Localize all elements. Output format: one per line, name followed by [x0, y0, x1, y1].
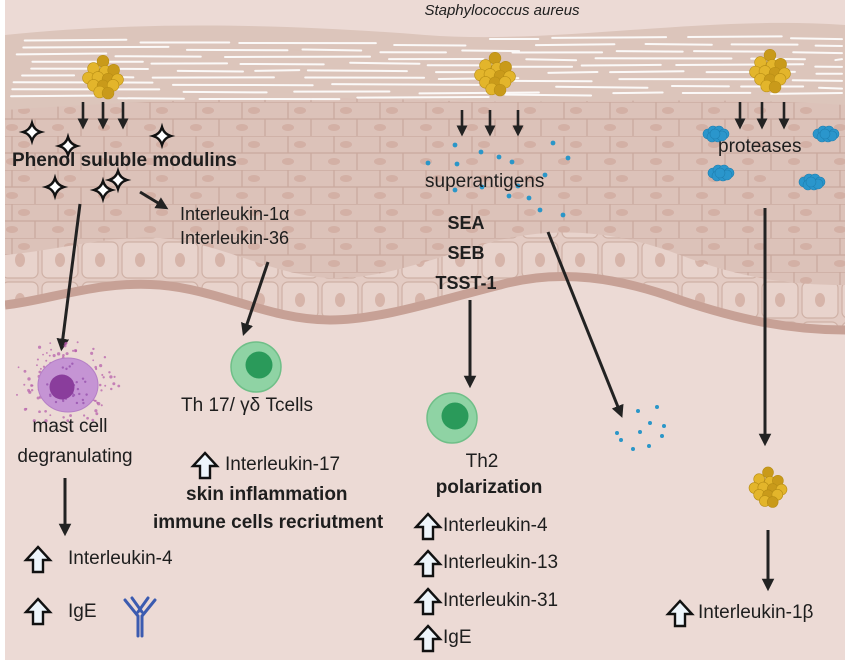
interleukin-17-label: Interleukin-17: [225, 454, 340, 476]
seb-label: SEB: [447, 243, 484, 264]
corneum-streak: [178, 71, 243, 72]
interleukin-1a-label: Interleukin-1α: [180, 204, 289, 225]
corneum-streak: [394, 45, 465, 46]
phenol-soluble-modulins-label: Phenol suluble modulins: [12, 150, 237, 172]
mast-cell-label: mast cell: [33, 416, 108, 438]
interleukin-1b-label: Interleukin-1β: [698, 602, 813, 624]
released-superantigen-dot: [619, 438, 623, 442]
corneum-streak: [582, 65, 661, 66]
corneum-streak: [505, 95, 591, 96]
immune-cells-recruitment-label: immune cells recriutment: [153, 512, 383, 534]
corneum-streak: [819, 88, 842, 89]
corneum-streak: [610, 71, 683, 72]
superantigen-dot: [551, 141, 556, 146]
th17-cell-icon: [231, 342, 281, 392]
corneum-streak: [793, 80, 842, 81]
released-superantigen-dot: [647, 444, 651, 448]
corneum-streak: [771, 93, 842, 94]
superantigens-label: superantigens: [425, 171, 544, 193]
released-superantigen-dot: [638, 430, 642, 434]
superantigen-dot: [510, 160, 515, 165]
corneum-streak: [526, 59, 576, 60]
th2-il13-label: Interleukin-13: [443, 552, 558, 574]
figure-title: Staphylococcus aureus: [424, 2, 579, 19]
corneum-streak: [462, 51, 519, 52]
mast-cell-degranulating-label: degranulating: [17, 446, 132, 468]
corneum-streak: [255, 70, 299, 71]
th2-il31-label: Interleukin-31: [443, 590, 558, 612]
corneum-streak: [184, 92, 267, 93]
sea-label: SEA: [447, 213, 484, 234]
released-superantigen-dot: [648, 421, 652, 425]
corneum-streak: [688, 36, 782, 37]
released-superantigen-dot: [655, 405, 659, 409]
corneum-streak: [793, 52, 842, 53]
superantigen-dot: [527, 196, 532, 201]
released-superantigen-dot: [615, 431, 619, 435]
corneum-streak: [791, 38, 842, 39]
released-superantigen-dot: [636, 409, 640, 413]
released-superantigen-dot: [660, 434, 664, 438]
superantigen-dot: [479, 150, 484, 155]
superantigen-dot: [453, 143, 458, 148]
tsst1-label: TSST-1: [435, 273, 496, 294]
corneum-streak: [646, 44, 712, 45]
th17-tcells-label: Th 17/ γδ Tcells: [181, 395, 313, 417]
superantigen-dot: [497, 155, 502, 160]
corneum-streak: [419, 93, 538, 94]
th2-label: Th2: [466, 451, 499, 473]
proteases-label: proteases: [718, 136, 801, 158]
superantigen-dot: [566, 156, 571, 161]
interleukin-36-label: Interleukin-36: [180, 228, 289, 249]
polarization-label: polarization: [436, 477, 543, 499]
corneum-streak: [556, 87, 647, 88]
released-superantigen-dot: [662, 424, 666, 428]
superantigen-dot: [507, 194, 512, 199]
corneum-streak: [23, 47, 168, 48]
corneum-streak: [11, 96, 94, 97]
superantigen-dot: [455, 162, 460, 167]
corneum-streak: [835, 59, 842, 60]
corneum-streak: [357, 97, 488, 98]
corneum-streak: [332, 84, 478, 85]
corneum-streak: [25, 40, 127, 41]
th2-cell-icon: [427, 393, 477, 443]
mast-il4-label: Interleukin-4: [68, 548, 173, 570]
superantigen-dot: [426, 161, 431, 166]
corneum-streak: [552, 37, 666, 38]
superantigen-dot: [561, 213, 566, 218]
superantigen-dot: [538, 208, 543, 213]
corneum-streak: [548, 72, 597, 73]
corneum-streak: [536, 44, 615, 45]
corneum-streak: [350, 63, 419, 64]
corneum-streak: [302, 49, 361, 50]
th2-il4-label: Interleukin-4: [443, 515, 548, 537]
skin-inflammation-label: skin inflammation: [186, 484, 348, 506]
corneum-streak: [613, 92, 662, 93]
th2-ige-label: IgE: [443, 627, 472, 649]
corneum-streak: [694, 51, 764, 52]
corneum-streak: [308, 70, 407, 71]
released-superantigen-dot: [631, 447, 635, 451]
corneum-streak: [17, 54, 107, 55]
mast-ige-label: IgE: [68, 601, 97, 623]
